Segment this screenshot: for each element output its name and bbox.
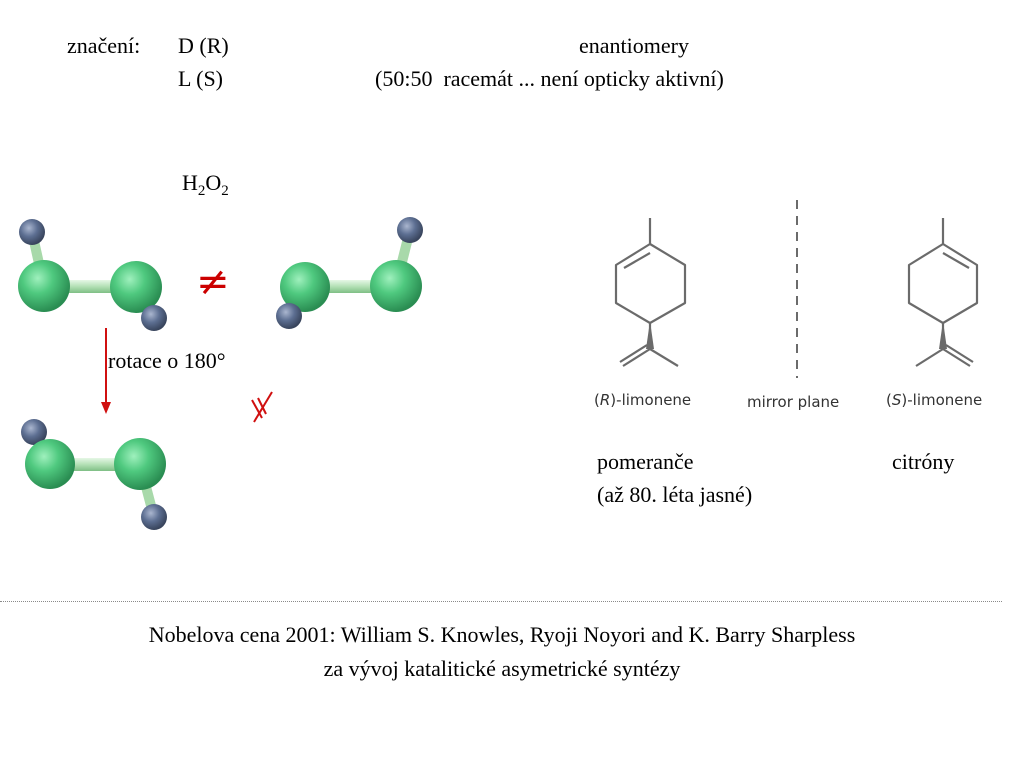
racemate-note: (50:50 racemát ... není opticky aktivní) <box>375 66 724 91</box>
notation-l-s: L (S) <box>178 66 224 91</box>
notation-d-r: D (R) <box>178 33 229 58</box>
mirror-plane-label: mirror plane <box>747 393 840 411</box>
nobel-line-1: Nobelova cena 2001: William S. Knowles, … <box>148 622 856 647</box>
not-equal-sign: ≠ <box>196 259 230 305</box>
source-lemons: citróny <box>892 449 955 474</box>
section-divider <box>0 601 1002 602</box>
r-limonene-label: (R)-limonene <box>594 391 692 409</box>
source-oranges: pomeranče <box>597 449 694 474</box>
h2o2-formula: H2O2 <box>182 170 229 199</box>
source-oranges-note: (až 80. léta jasné) <box>597 482 753 507</box>
nobel-line-2: za vývoj katalitické asymetrické syntézy <box>323 656 681 681</box>
enantiomers-heading: enantiomery <box>579 33 689 58</box>
notation-label: značení: <box>67 33 141 58</box>
rotation-label: rotace o 180° <box>108 348 226 373</box>
s-limonene-label: (S)-limonene <box>886 391 983 409</box>
